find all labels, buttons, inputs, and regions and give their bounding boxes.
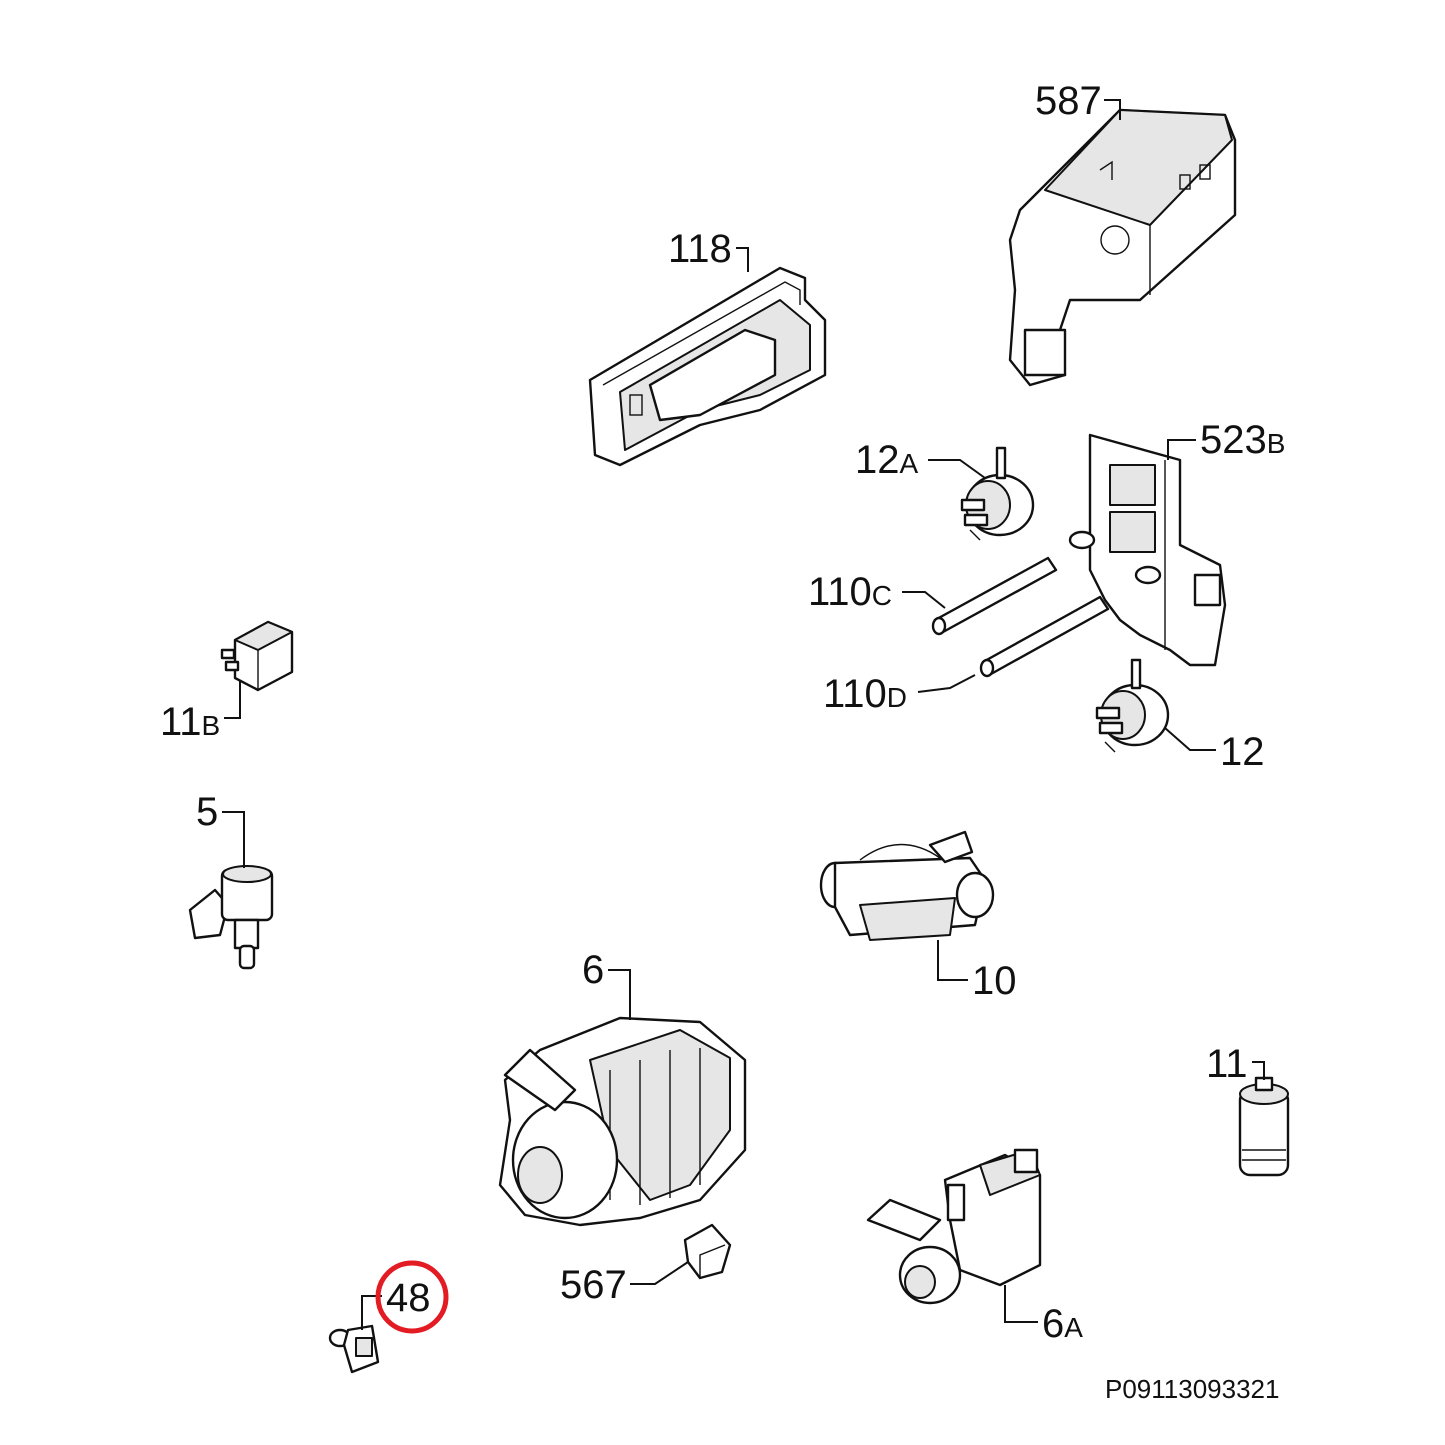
leader-110d xyxy=(917,674,976,693)
label-12: 12 xyxy=(1220,730,1265,774)
label-523b: 523B xyxy=(1200,418,1285,462)
leader-6a xyxy=(1004,1285,1038,1323)
label-48: 48 xyxy=(386,1276,431,1320)
part-523b-bracket[interactable] xyxy=(1068,433,1227,667)
leader-12 xyxy=(1164,727,1216,751)
label-110c: 110C xyxy=(808,570,892,614)
part-48-plug[interactable] xyxy=(328,1324,380,1374)
part-10-heater[interactable] xyxy=(819,830,995,941)
part-110c-hose[interactable] xyxy=(931,556,1058,636)
part-12a-pressure-switch[interactable] xyxy=(960,446,1035,541)
label-587: 587 xyxy=(1035,79,1102,123)
label-11: 11 xyxy=(1206,1042,1248,1086)
reference-code: P09113093321 xyxy=(1105,1374,1279,1404)
leader-567 xyxy=(630,1261,689,1285)
part-11b-relay[interactable] xyxy=(220,620,294,692)
leader-5 xyxy=(222,811,245,868)
part-567-clip[interactable] xyxy=(683,1223,732,1280)
label-567: 567 xyxy=(560,1263,627,1307)
part-12-pressure-switch[interactable] xyxy=(1095,658,1170,753)
leader-110c xyxy=(902,591,946,609)
label-110d: 110D xyxy=(823,672,907,716)
label-6a: 6A xyxy=(1042,1302,1083,1346)
label-6: 6 xyxy=(582,948,604,992)
leader-12a xyxy=(928,459,986,479)
part-110d-hose[interactable] xyxy=(979,595,1110,678)
part-118-cover[interactable] xyxy=(588,266,827,467)
part-587-control-module[interactable] xyxy=(1008,108,1237,387)
label-10: 10 xyxy=(972,959,1017,1003)
label-5: 5 xyxy=(196,790,218,834)
part-6a-drain-pump[interactable] xyxy=(866,1148,1042,1305)
part-11-capacitor[interactable] xyxy=(1238,1076,1290,1177)
leader-523b xyxy=(1167,439,1196,460)
leader-587 xyxy=(1104,99,1121,120)
leader-118 xyxy=(736,247,749,272)
highlight-circle-48 xyxy=(375,1260,449,1334)
leader-11b xyxy=(224,680,241,719)
part-6-circulation-pump[interactable] xyxy=(498,1016,747,1227)
label-11b: 11B xyxy=(160,700,220,744)
leader-48 xyxy=(361,1295,382,1330)
leader-6 xyxy=(608,969,631,1020)
part-5-inlet-valve[interactable] xyxy=(188,865,274,970)
label-118: 118 xyxy=(668,227,732,271)
leader-10 xyxy=(937,940,968,981)
label-12a: 12A xyxy=(855,438,919,482)
leader-11 xyxy=(1252,1061,1265,1080)
